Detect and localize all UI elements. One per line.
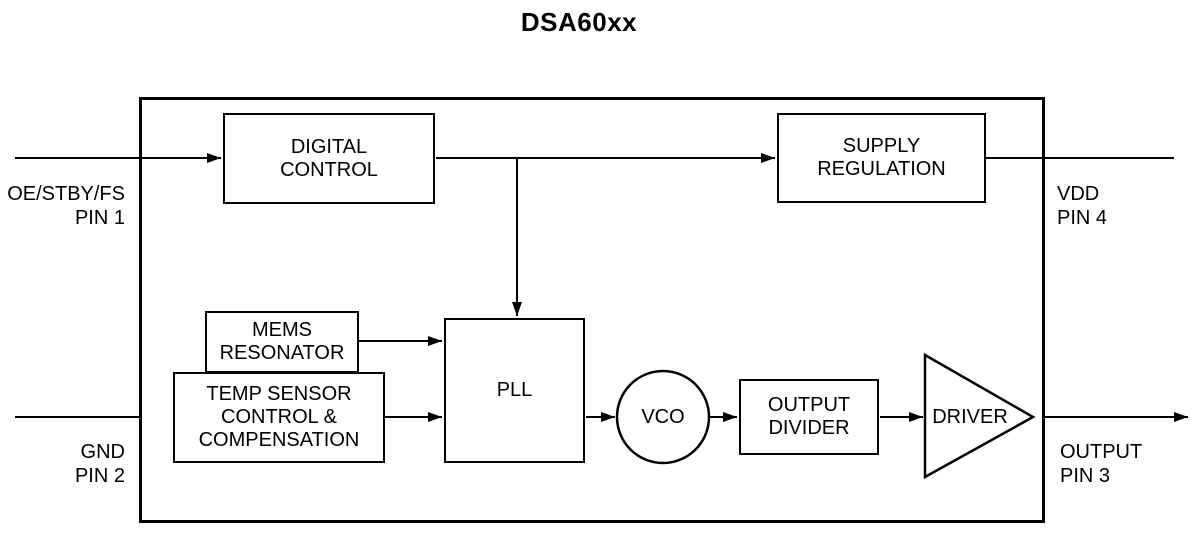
block-digital-control-label: DIGITAL CONTROL [280, 135, 378, 181]
driver-triangle [923, 352, 1036, 480]
block-temp-sensor-control-compensation: TEMP SENSOR CONTROL & COMPENSATION [173, 372, 385, 463]
block-output-divider: OUTPUT DIVIDER [739, 379, 879, 455]
block-supply-regulation: SUPPLY REGULATION [777, 113, 986, 203]
block-mems-resonator: MEMS RESONATOR [205, 311, 359, 373]
block-pll: PLL [444, 318, 585, 463]
block-temp-sensor-label: TEMP SENSOR CONTROL & COMPENSATION [198, 383, 360, 451]
vco-circle [615, 369, 711, 465]
pin4-label: VDD PIN 4 [1057, 183, 1108, 229]
block-digital-control: DIGITAL CONTROL [223, 113, 435, 204]
block-output-divider-label: OUTPUT DIVIDER [767, 394, 851, 439]
chip-outline [139, 97, 1045, 523]
diagram-title: DSA60xx [520, 7, 638, 37]
block-mems-resonator-label: MEMS RESONATOR [219, 319, 345, 364]
pin1-label: OE/STBY/FS PIN 1 [7, 183, 125, 229]
block-pll-label: PLL [496, 379, 533, 401]
block-supply-regulation-label: SUPPLY REGULATION [817, 135, 946, 180]
pin2-label: GND PIN 2 [74, 441, 125, 487]
pin3-label: OUTPUT PIN 3 [1060, 441, 1143, 487]
